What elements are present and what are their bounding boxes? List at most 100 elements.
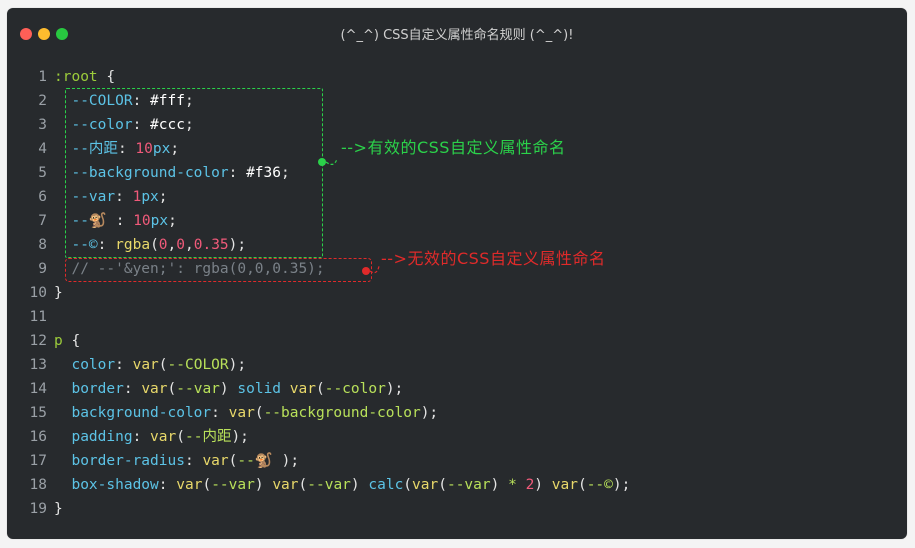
code-token: ); <box>420 405 439 421</box>
code-token: solid <box>237 381 282 397</box>
code-token <box>54 453 71 469</box>
code-token: px <box>150 213 169 229</box>
code-token: --var <box>307 477 351 493</box>
window-title: (^_^) CSS自定义属性命名规则 (^_^)! <box>340 28 574 43</box>
code-token: ) <box>490 477 509 493</box>
maximize-window-button[interactable] <box>56 28 68 40</box>
code-line[interactable]: 17 border-radius: var(--🐒 ); <box>7 449 887 473</box>
code-line[interactable]: 16 padding: var(--内距); <box>7 425 887 449</box>
line-number: 14 <box>29 381 47 397</box>
line-number: 15 <box>29 405 47 421</box>
code-token: { <box>62 333 81 349</box>
code-token: } <box>54 501 63 517</box>
code-token: : <box>97 237 116 253</box>
line-number: 18 <box>29 477 47 493</box>
code-token: // --'&yen;': rgba(0,0,0.35); <box>71 261 325 277</box>
line-number: 13 <box>29 357 47 373</box>
code-token: ; <box>184 93 194 109</box>
code-line[interactable]: 10} <box>7 281 887 305</box>
code-token: : <box>211 405 229 421</box>
code-token: --© <box>71 237 98 253</box>
code-token: border <box>71 381 124 397</box>
code-token: ) <box>350 477 369 493</box>
code-token: --© <box>586 477 613 493</box>
code-token: --var <box>211 477 255 493</box>
code-token <box>54 93 71 109</box>
code-token: --var <box>446 477 491 493</box>
code-token: ( <box>298 477 308 493</box>
code-line[interactable]: 3 --color: #ccc; <box>7 113 887 137</box>
code-token: * <box>508 477 517 493</box>
code-editor[interactable]: 1:root {2 --COLOR: #fff;3 --color: #ccc;… <box>7 65 887 521</box>
code-token: --COLOR <box>167 357 229 373</box>
code-window: (^_^) CSS自定义属性命名规则 (^_^)! 1 :root {2 --CO… <box>7 8 907 539</box>
code-token: ); <box>231 429 249 445</box>
code-token: : <box>117 141 136 157</box>
code-token: px <box>152 141 171 157</box>
code-line[interactable]: 11 <box>7 305 887 329</box>
code-token: ) <box>219 381 238 397</box>
code-line[interactable]: 2 --COLOR: #fff; <box>7 89 887 113</box>
minimize-window-button[interactable] <box>38 28 50 40</box>
code-token: : <box>115 357 133 373</box>
code-token: --内距 <box>184 429 232 445</box>
code-token: --内距 <box>71 141 118 157</box>
line-number: 16 <box>29 429 47 445</box>
code-token: ); <box>612 477 631 493</box>
code-line[interactable]: 1 :root { <box>7 65 887 89</box>
line-number: 4 <box>38 141 47 157</box>
line-number: 3 <box>38 117 47 133</box>
code-line[interactable]: 18 box-shadow: var(--var) var(--var) cal… <box>7 473 887 497</box>
code-token: ( <box>315 381 325 397</box>
code-token: ( <box>176 429 185 445</box>
line-number: 1 <box>38 69 47 85</box>
code-token: var <box>132 357 159 373</box>
code-token: 10 <box>133 213 151 229</box>
code-token <box>54 213 71 229</box>
code-line[interactable]: 14 border: var(--var) solid var(--color)… <box>7 377 887 401</box>
code-token: --🐒 <box>237 453 273 469</box>
code-token: var <box>228 405 255 421</box>
code-line[interactable]: 8 --©: rgba(0,0,0.35); <box>7 233 887 257</box>
code-token: ( <box>228 453 238 469</box>
code-token: --color <box>71 117 133 133</box>
code-token: :root <box>54 69 98 85</box>
code-token: --var <box>176 381 220 397</box>
code-token: ( <box>254 405 264 421</box>
code-token: var <box>272 477 299 493</box>
code-token: --COLOR <box>71 93 133 109</box>
code-token: box-shadow <box>71 477 159 493</box>
code-line[interactable]: 13 color: var(--COLOR); <box>7 353 887 377</box>
code-line[interactable]: 19} <box>7 497 887 521</box>
code-token: : <box>228 165 247 181</box>
close-window-button[interactable] <box>20 28 32 40</box>
code-token: var <box>176 477 203 493</box>
title-bar: (^_^) CSS自定义属性命名规则 (^_^)! <box>7 8 907 60</box>
code-token: ); <box>228 357 247 373</box>
code-token: { <box>97 69 116 85</box>
code-token <box>517 477 526 493</box>
code-token: --color <box>324 381 386 397</box>
code-token: --background-color <box>263 405 421 421</box>
code-token: ( <box>577 477 587 493</box>
code-token: var <box>412 477 439 493</box>
code-token: 2 <box>525 477 535 493</box>
line-number: 17 <box>29 453 47 469</box>
invalid-annotation-label: -->无效的CSS自定义属性命名 <box>381 249 606 268</box>
code-token <box>54 261 71 277</box>
code-token: background-color <box>71 405 212 421</box>
code-line[interactable]: 15 background-color: var(--background-co… <box>7 401 887 425</box>
code-token <box>54 381 71 397</box>
code-token: #ccc <box>150 117 185 133</box>
code-token: : <box>123 381 142 397</box>
code-line[interactable]: 6 --var: 1px; <box>7 185 887 209</box>
line-number: 2 <box>38 93 47 109</box>
code-line[interactable]: 5 --background-color: #f36; <box>7 161 887 185</box>
code-line[interactable]: 4 --内距: 10px; <box>7 137 887 161</box>
code-line[interactable]: 9 // --'&yen;': rgba(0,0,0.35); <box>7 257 887 281</box>
code-token: 10 <box>135 141 153 157</box>
code-line[interactable]: 7 --🐒 : 10px; <box>7 209 887 233</box>
line-number: 11 <box>29 309 47 325</box>
